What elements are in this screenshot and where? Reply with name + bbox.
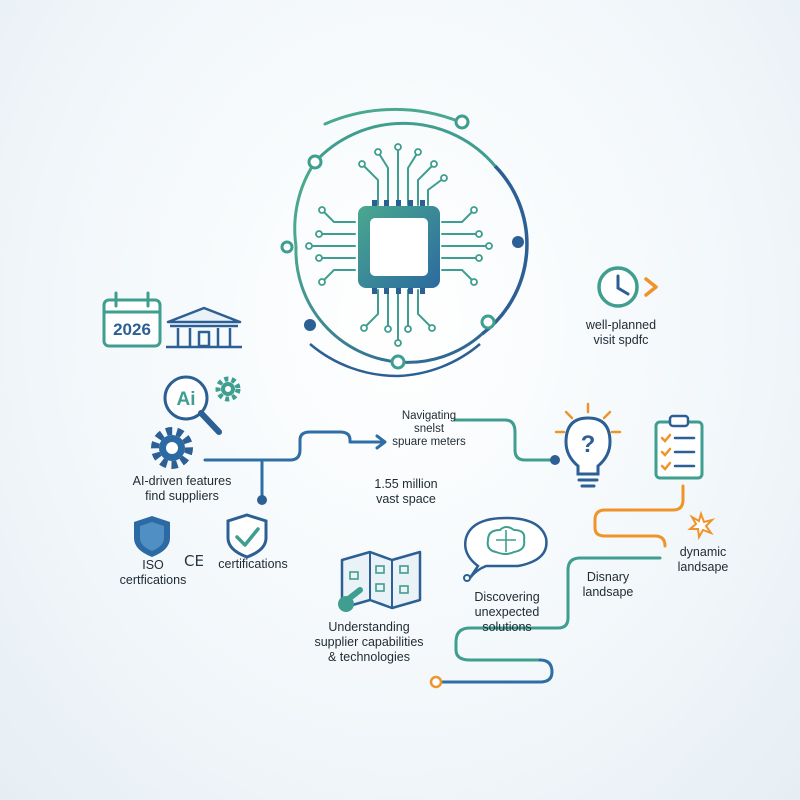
dynamic-line-1: dynamic xyxy=(679,545,727,559)
discovering-line-2: unexpected xyxy=(474,605,540,619)
ai-features-label: AI-driven features find suppliers xyxy=(102,474,262,504)
navigating-line-2: snelst xyxy=(413,423,445,435)
clipboard-checklist-icon xyxy=(654,414,704,480)
iso-certifications-label: ISO certfications xyxy=(108,558,198,588)
well-planned-line-2: visit spdfc xyxy=(593,333,649,347)
discovering-line-3: solutions xyxy=(482,620,532,634)
svg-text:?: ? xyxy=(581,431,596,458)
folded-map-icon xyxy=(338,550,422,612)
flow-connector xyxy=(454,556,662,662)
clock-icon xyxy=(597,266,658,308)
disnary-landscape-label: Disnary landsape xyxy=(566,570,650,600)
sparkle-icon xyxy=(687,510,716,541)
navigating-label: Navigating snelst spuare meters xyxy=(384,410,474,449)
gear-icon xyxy=(151,427,193,469)
understanding-line-3: & technologies xyxy=(327,650,410,664)
ai-magnifier-icon: Ai xyxy=(163,375,222,435)
discovering-line-1: Discovering xyxy=(474,590,540,604)
understanding-line-2: supplier capabilities xyxy=(314,635,424,649)
flow-connector xyxy=(593,484,685,548)
flow-connector xyxy=(453,418,554,462)
vast-space-line-1: 1.55 million xyxy=(374,477,438,491)
understanding-label: Understanding supplier capabilities & te… xyxy=(296,620,442,665)
disnary-line-2: landsape xyxy=(582,585,634,599)
shield-check-icon xyxy=(226,513,268,559)
flow-connector xyxy=(203,430,387,502)
dynamic-line-2: landsape xyxy=(677,560,729,574)
dynamic-landscape-label: dynamic landsape xyxy=(664,545,742,575)
disnary-line-1: Disnary xyxy=(586,570,630,584)
well-planned-line-1: well-planned xyxy=(585,318,657,332)
gear-icon xyxy=(215,376,241,402)
discovering-label: Discovering unexpected solutions xyxy=(452,590,562,635)
connector-node xyxy=(550,455,560,465)
iso-line-1: ISO xyxy=(142,558,164,572)
calendar-year: 2026 xyxy=(113,320,151,339)
lightbulb-question-icon: ? xyxy=(554,402,622,488)
shield-icon xyxy=(134,516,170,557)
building-icon xyxy=(166,306,242,349)
vast-space-line-2: vast space xyxy=(376,492,436,506)
brain-speech-bubble-icon xyxy=(463,516,548,582)
certifications-label: certifications xyxy=(218,557,288,571)
flow-connector xyxy=(438,658,554,684)
understanding-line-1: Understanding xyxy=(328,620,410,634)
vast-space-label: 1.55 million vast space xyxy=(356,477,456,507)
navigating-line-1: Navigating xyxy=(401,410,457,422)
ai-features-line-1: AI-driven features xyxy=(132,474,232,488)
well-planned-label: well-planned visit spdfc xyxy=(566,318,676,348)
ai-features-line-2: find suppliers xyxy=(145,489,219,503)
ai-badge-text: Ai xyxy=(177,389,196,410)
connector-node xyxy=(429,675,443,689)
navigating-line-3: spuare meters xyxy=(392,436,466,448)
iso-line-2: certfications xyxy=(119,573,187,587)
ce-mark: CE xyxy=(184,552,204,570)
connector-node xyxy=(257,495,267,505)
microchip-icon xyxy=(280,107,529,378)
calendar-icon: 2026 xyxy=(102,291,162,348)
